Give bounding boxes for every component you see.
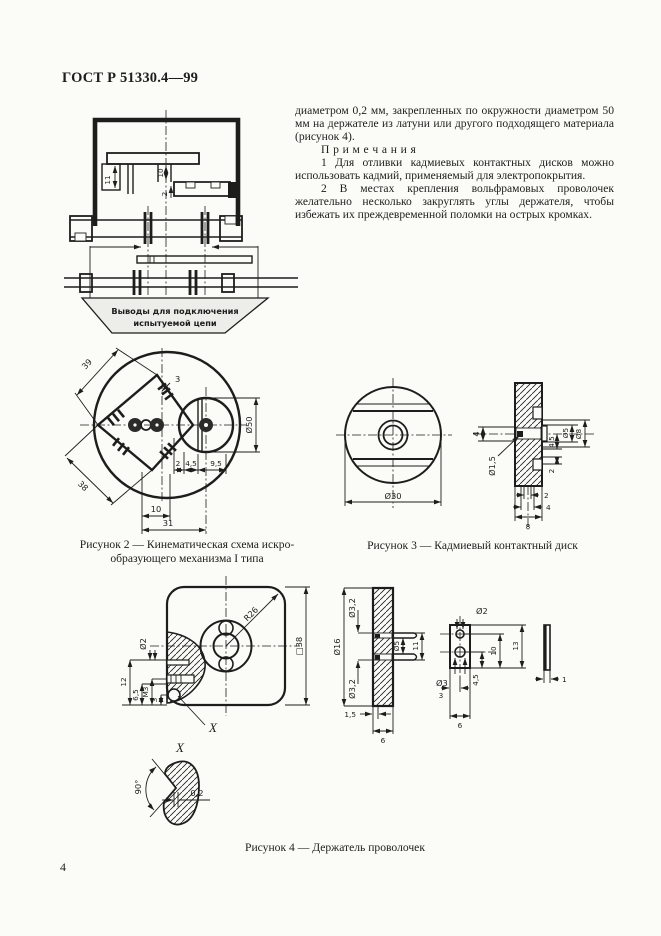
- dim-label-1: 1: [562, 675, 567, 684]
- dim-d50: Ø50: [206, 397, 260, 453]
- dim-label-45: 4,5: [185, 459, 197, 468]
- dim-label-d15: Ø1,5: [487, 456, 497, 476]
- dim-label-b8: 8: [526, 522, 531, 531]
- section-dims-right: Ø5 Ø8 4,5 2: [542, 419, 590, 474]
- dim-label-d2b: Ø2: [476, 606, 488, 616]
- dim-label-d3hole: Ø3: [436, 678, 448, 688]
- detail-x-view: X 90° 0,2: [133, 740, 210, 826]
- dim-label-sq38: □38: [294, 637, 304, 655]
- dim-label-d32-bot: Ø3,2: [347, 679, 357, 699]
- upper-shaft: [69, 212, 243, 244]
- dim-label-6s: 6: [381, 736, 386, 745]
- dim-label-d5: Ø5: [561, 428, 570, 438]
- dim-label-65: 6,5: [131, 689, 140, 701]
- dim-label-4: 4: [471, 431, 481, 436]
- dims-bottom: 10 31: [141, 472, 207, 534]
- dim-label-d2-plate: Ø2: [138, 638, 148, 650]
- figure2-caption-line2: образующего механизма I типа: [110, 552, 264, 565]
- section-dims-left: 4 Ø1,5: [471, 426, 520, 476]
- figure2-caption: Рисунок 2 — Кинематическая схема искро- …: [62, 538, 312, 566]
- terminals-callout: Выводы для подключения испытуемой цепи: [80, 297, 270, 334]
- dim-label-3p: 3: [150, 697, 159, 702]
- disc-section-view: [473, 382, 596, 487]
- figure3-caption: Рисунок 3 — Кадмиевый контактный диск: [367, 539, 578, 552]
- intro-paragraph: диаметром 0,2 мм, закрепленных по окружн…: [295, 104, 614, 143]
- dim-label-d50: Ø50: [244, 416, 254, 433]
- disc-front-view: Ø30: [336, 378, 452, 508]
- terminals-label-line2: испытуемой цепи: [133, 318, 216, 328]
- contact-carrier: [101, 152, 231, 198]
- dim-label-b4: 4: [546, 503, 551, 512]
- dim-3: 3: [161, 374, 180, 392]
- figure2-plan-drawing: 39 38 3 Ø50 2 4,5 9,5: [64, 347, 260, 534]
- dim-label-39: 39: [80, 357, 94, 372]
- note-1: 1 Для отливки кадмиевых контактных диско…: [295, 156, 614, 182]
- holder-plate-view: [150, 576, 300, 716]
- dim-label-31: 31: [163, 518, 174, 528]
- dim-label-2r: 2: [547, 469, 556, 474]
- housing-box: [92, 117, 241, 226]
- page-number: 4: [60, 860, 66, 874]
- dim-label-90deg: 90°: [133, 780, 143, 795]
- plate-dims: R26 □38 Ø2 12 6,5 M3 3 X: [119, 586, 310, 735]
- dim-label-2b: 2: [176, 459, 181, 468]
- dim-label-38: 38: [76, 479, 91, 494]
- dims-hub: 2 4,5 9,5: [173, 438, 227, 474]
- dim-label-d16: Ø16: [332, 638, 342, 655]
- dim-label-10b: 10: [151, 504, 162, 514]
- strip-view: 1: [535, 624, 567, 684]
- base-plate-circle: [92, 350, 242, 500]
- dim-label-d32-top: Ø3,2: [347, 598, 357, 618]
- dim-label-11: 11: [103, 175, 112, 184]
- figure4-caption: Рисунок 4 — Держатель проволочек: [245, 841, 425, 854]
- lower-linkage: [89, 244, 259, 298]
- dim-label-3b: 3: [439, 691, 444, 700]
- figure3-drawing: Ø30 4 Ø1,5 Ø5 Ø8: [336, 378, 596, 531]
- dim-label-10b4: 10: [489, 646, 498, 656]
- dim-label-45b: 4,5: [471, 674, 480, 686]
- body-text-column: диаметром 0,2 мм, закрепленных по окружн…: [295, 104, 614, 221]
- dim-label-13: 13: [511, 641, 520, 651]
- terminals-label-line1: Выводы для подключения: [111, 306, 238, 316]
- dim-label-d5pin: Ø5: [392, 641, 401, 651]
- figure4-drawing: R26 □38 Ø2 12 6,5 M3 3 X X: [119, 576, 567, 826]
- dim-label-10: 10: [156, 168, 165, 178]
- dim-label-d8: Ø8: [574, 428, 583, 439]
- lower-shaft: [64, 270, 298, 295]
- dim-label-m3: M3: [141, 686, 150, 697]
- section-dims: Ø16 Ø3,2 Ø3,2 Ø5 11 1,5 6: [332, 587, 425, 745]
- note-2: 2 В местах крепления вольфрамовых провол…: [295, 182, 614, 221]
- dim-label-15s: 1,5: [344, 710, 356, 719]
- centerlines: [147, 110, 206, 298]
- center-rollers: [128, 418, 164, 432]
- dim-label-12: 12: [119, 677, 128, 686]
- dim-label-95: 9,5: [210, 459, 222, 468]
- dim-label-b2: 2: [544, 491, 549, 500]
- detail-x-title: X: [175, 740, 185, 755]
- dim-label-2: 2: [160, 192, 169, 197]
- figure2-caption-line1: Рисунок 2 — Кинематическая схема искро-: [79, 538, 295, 551]
- page-header: ГОСТ Р 51330.4—99: [62, 70, 199, 86]
- detail-x-ref-label: X: [208, 720, 218, 735]
- dim-label-02: 0,2: [190, 788, 203, 798]
- dim-label-3: 3: [175, 374, 180, 384]
- section-dims-bottom: 2 4 8: [513, 486, 551, 531]
- dim-label-11s: 11: [411, 641, 420, 650]
- notes-heading: П р и м е ч а н и я: [321, 143, 417, 156]
- dim-label-r26: R26: [242, 605, 261, 624]
- figure2-schematic-drawing: 11 10 2: [64, 110, 298, 334]
- dim-label-d30: Ø30: [384, 491, 401, 501]
- dim-label-45r: 4,5: [547, 436, 556, 448]
- dim-label-6b: 6: [458, 721, 463, 730]
- cutaway-hatch: [166, 631, 206, 704]
- bracket-dims: Ø2 13 10 4,5 Ø3 3 6: [436, 606, 526, 730]
